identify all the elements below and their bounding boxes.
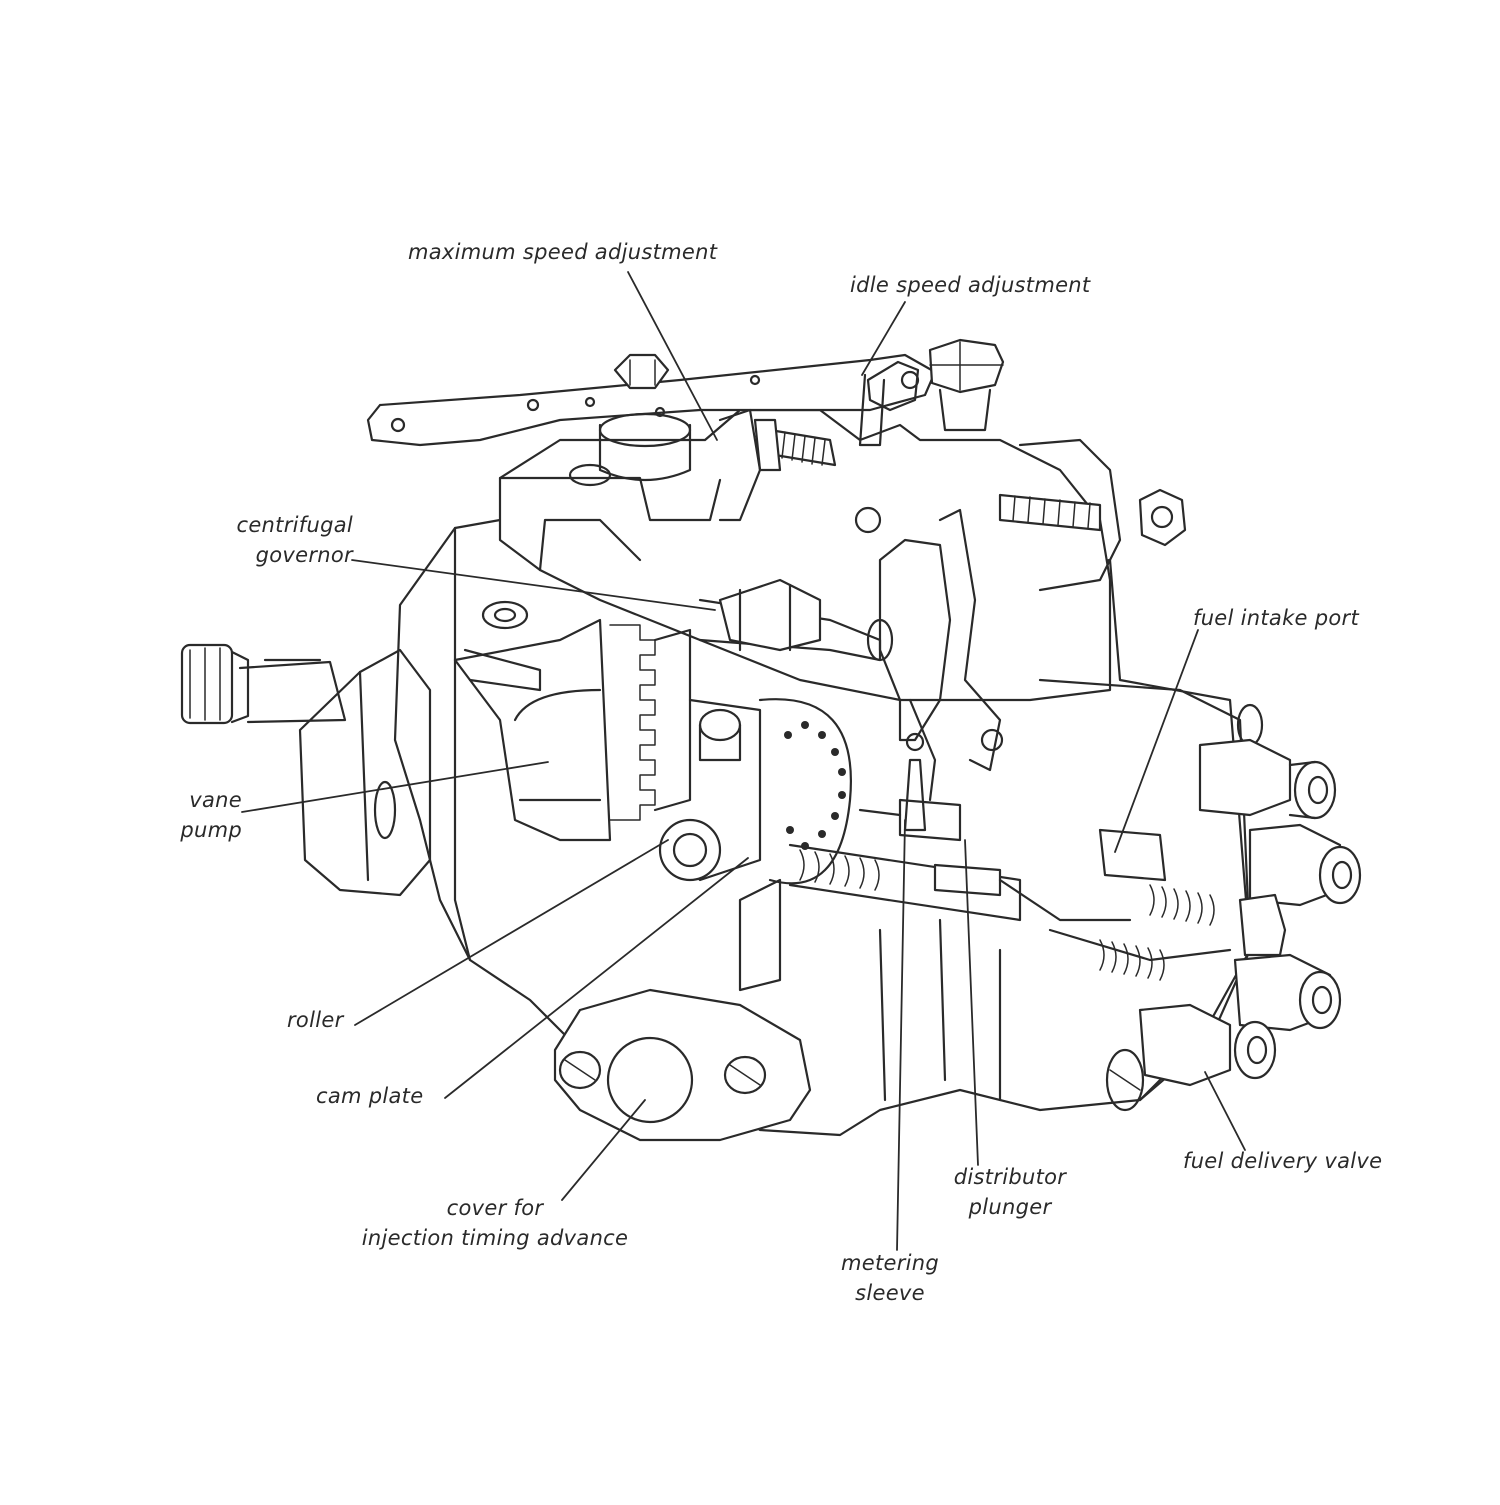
label-fuel-intake-port: fuel intake port (1193, 606, 1359, 630)
delivery-fitting-2 (1248, 823, 1362, 907)
idle-speed-bolt (858, 338, 1005, 447)
governor-linkage (698, 506, 1004, 802)
leader-timing-cover (561, 1099, 646, 1201)
label-vane-pump: vane pump (180, 788, 242, 842)
label-idle-speed-adjustment: idle speed adjustment (850, 273, 1091, 297)
label-timing-advance-cover: cover for injection timing advance (361, 1196, 629, 1250)
delivery-fitting-4 (1138, 1003, 1277, 1087)
label-cam-plate: cam plate (316, 1084, 424, 1108)
max-speed-screw (718, 408, 837, 522)
distributor-plunger (788, 758, 1232, 981)
leader-vane-pump (241, 761, 549, 813)
lever-plate (366, 353, 937, 482)
cam-plate-roller (658, 698, 852, 992)
leader-cam-plate (444, 857, 749, 1099)
leader-roller (354, 839, 669, 1026)
delivery-fitting-1 (1198, 738, 1337, 820)
delivery-fitting-3 (1233, 893, 1342, 1032)
leader-idle-speed (861, 301, 906, 376)
leader-fuel-intake (1114, 629, 1199, 853)
leader-governor (351, 559, 716, 611)
leader-metering-sleeve (896, 819, 906, 1251)
label-max-speed-adjustment: maximum speed adjustment (408, 240, 718, 264)
leader-delivery-valve (1204, 1071, 1246, 1151)
label-roller: roller (287, 1008, 344, 1032)
leader-distributor-plunger (964, 839, 979, 1166)
leader-lines (241, 271, 1246, 1251)
label-centrifugal-governor: centrifugal governor (236, 513, 353, 567)
timing-advance-cover (553, 988, 812, 1142)
label-distributor-plunger: distributor plunger (953, 1165, 1067, 1219)
label-fuel-delivery-valve: fuel delivery valve (1183, 1149, 1383, 1173)
leader-max-speed (627, 271, 718, 441)
vane-pump-section (453, 578, 822, 842)
label-metering-sleeve: metering sleeve (840, 1251, 940, 1305)
right-upper-block (998, 438, 1187, 592)
